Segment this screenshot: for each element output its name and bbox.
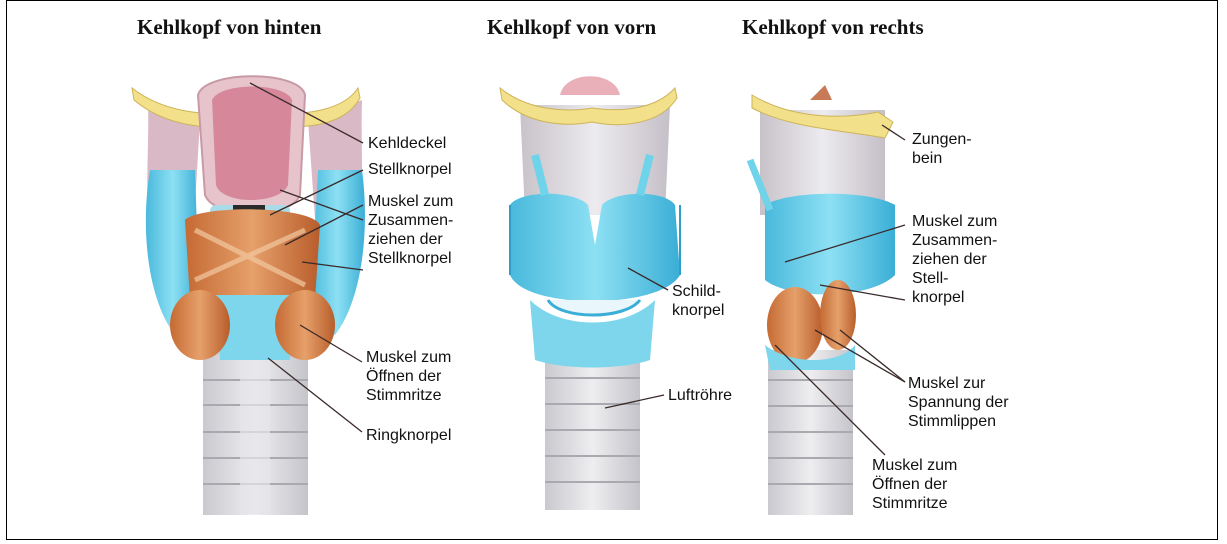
back-trachea	[203, 350, 308, 515]
label-schildknorpel: Schild- knorpel	[672, 282, 724, 320]
front-view-drawing	[500, 76, 680, 510]
label-muskel-oeffnen-back: Muskel zum Öffnen der Stimmritze	[366, 348, 451, 405]
right-view-drawing	[750, 85, 895, 515]
back-view-drawing	[132, 76, 365, 515]
label-muskel-zusammenziehen-back: Muskel zum Zusammen- ziehen der Stellkno…	[368, 192, 453, 268]
label-luftroehre: Luftröhre	[668, 386, 732, 405]
label-muskel-spannung: Muskel zur Spannung der Stimmlippen	[908, 374, 1009, 431]
label-zungenbein: Zungen- bein	[912, 130, 972, 168]
label-stellknorpel: Stellknorpel	[368, 160, 452, 179]
label-muskel-oeffnen-right: Muskel zum Öffnen der Stimmritze	[872, 456, 957, 513]
label-ringknorpel: Ringknorpel	[366, 426, 451, 445]
label-kehldeckel: Kehldeckel	[368, 134, 446, 153]
right-trachea	[768, 350, 853, 515]
label-muskel-zusammenziehen-right: Muskel zum Zusammen- ziehen der Stell- k…	[912, 212, 997, 307]
front-trachea	[545, 350, 640, 510]
